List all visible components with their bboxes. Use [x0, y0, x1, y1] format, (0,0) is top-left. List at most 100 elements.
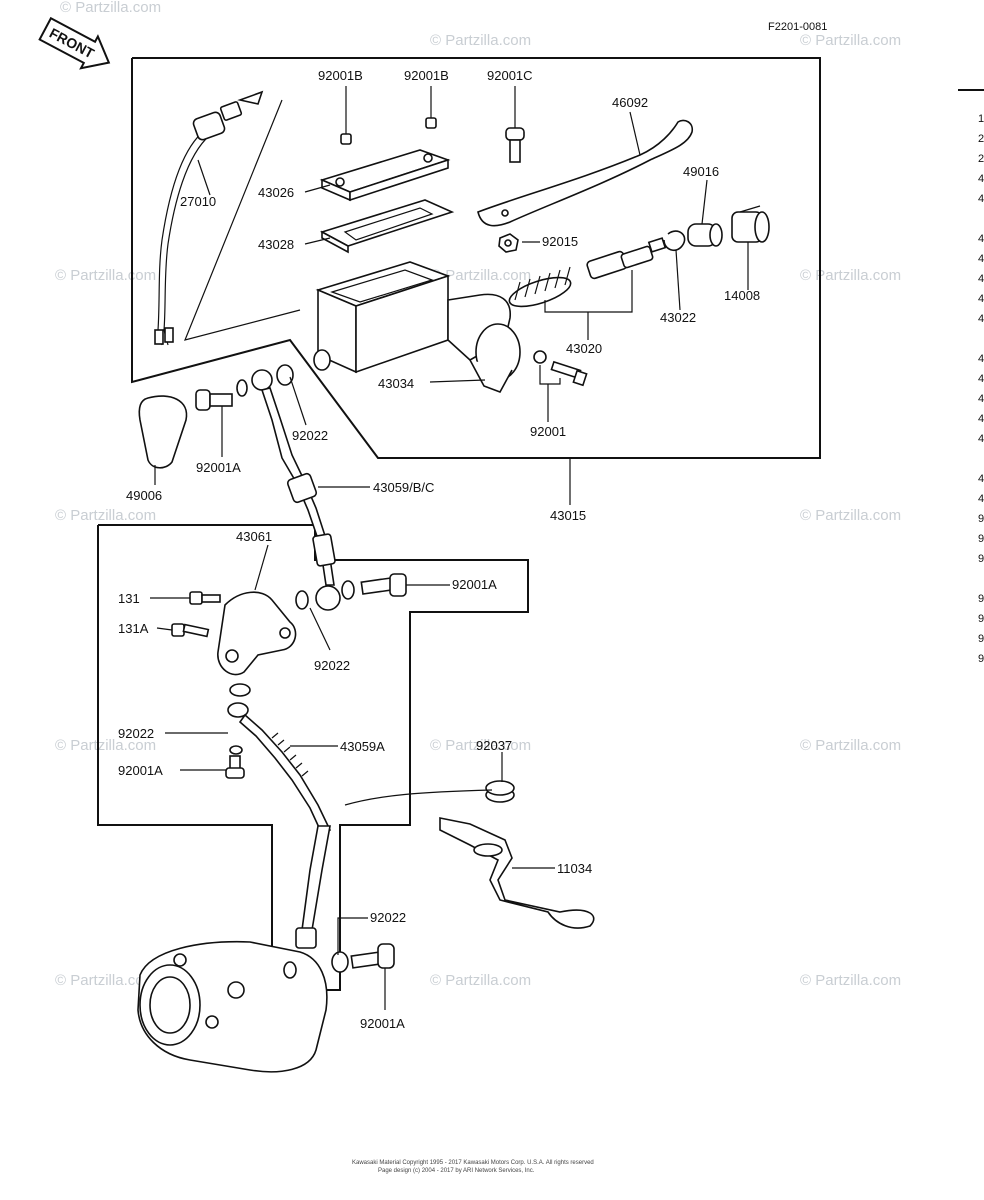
- grommet-part[interactable]: [485, 780, 515, 803]
- side-index-item: 4: [978, 433, 984, 445]
- bolt-131A-part[interactable]: [171, 623, 210, 638]
- side-index-item: 1: [978, 113, 984, 125]
- banjo-bolt-upper-part[interactable]: [195, 379, 248, 411]
- side-index-item: 4: [978, 413, 984, 425]
- side-index-item: 4: [978, 353, 984, 365]
- side-index-item: 4: [978, 393, 984, 405]
- brake-light-switch-part[interactable]: [154, 90, 264, 346]
- side-index-item: 4: [978, 173, 984, 185]
- side-index-item: 4: [978, 293, 984, 305]
- watermark: © Partzilla.com: [430, 32, 531, 49]
- cap-14008-part[interactable]: [731, 205, 770, 243]
- screw-92001B-right-part[interactable]: [425, 90, 437, 129]
- watermark: © Partzilla.com: [430, 972, 531, 989]
- hose-bracket-part[interactable]: [439, 817, 595, 929]
- watermark: © Partzilla.com: [800, 737, 901, 754]
- callout-43034: 43034: [378, 376, 414, 391]
- banjo-bolt-junction-part[interactable]: [360, 573, 407, 597]
- watermark: © Partzilla.com: [55, 737, 156, 754]
- callout-92001A-junction: 92001A: [452, 577, 497, 592]
- callout-27010: 27010: [180, 194, 216, 209]
- dust-boot-part[interactable]: [687, 223, 723, 247]
- circlip-part[interactable]: [663, 230, 686, 252]
- watermark: © Partzilla.com: [55, 267, 156, 284]
- washer-92022-lower-left-part[interactable]: [229, 745, 243, 755]
- callout-43061: 43061: [236, 529, 272, 544]
- upper-brake-hose-part[interactable]: [251, 364, 341, 611]
- watermark: © Partzilla.com: [800, 972, 901, 989]
- side-index-item: 4: [978, 253, 984, 265]
- callout-92001A-caliper: 92001A: [360, 1016, 405, 1031]
- master-cylinder-assembly-outline: [131, 57, 821, 459]
- bolt-92001C-part[interactable]: [505, 90, 525, 163]
- side-index-item: 9: [978, 653, 984, 665]
- side-index-item: 4: [978, 473, 984, 485]
- callout-labels: 92001B 92001B 92001C 46092 27010 43026 4…: [118, 68, 760, 1031]
- diagram-id: F2201-0081: [768, 21, 827, 33]
- washer-92022-caliper-part[interactable]: [283, 951, 349, 979]
- side-index-item: 9: [978, 533, 984, 545]
- master-cylinder-body-part[interactable]: [313, 261, 521, 393]
- watermark: © Partzilla.com: [60, 0, 161, 16]
- side-index-item: 4: [978, 273, 984, 285]
- watermark: © Partzilla.com: [800, 32, 901, 49]
- reservoir-cap-part[interactable]: [319, 149, 451, 202]
- watermark: © Partzilla.com: [55, 507, 156, 524]
- banjo-bolt-caliper-part[interactable]: [350, 943, 395, 969]
- callout-43015: 43015: [550, 508, 586, 523]
- callout-92001A-upper: 92001A: [196, 460, 241, 475]
- callout-43026: 43026: [258, 185, 294, 200]
- callout-92001B-right: 92001B: [404, 68, 449, 83]
- hose-routing-outline: [97, 524, 529, 991]
- callout-92001A-lower-left: 92001A: [118, 763, 163, 778]
- brake-lever-part[interactable]: [477, 119, 694, 227]
- callout-46092: 46092: [612, 95, 648, 110]
- grommet-pointer: [344, 789, 493, 806]
- callout-92001C: 92001C: [487, 68, 533, 83]
- side-index-item: 4: [978, 493, 984, 505]
- callout-92022-upper: 92022: [292, 428, 328, 443]
- side-index-item: 2: [978, 133, 984, 145]
- callout-49006: 49006: [126, 488, 162, 503]
- callout-92022-caliper: 92022: [370, 910, 406, 925]
- washer-92022-junction-part[interactable]: [295, 580, 355, 610]
- brake-caliper-part[interactable]: [137, 940, 328, 1073]
- watermark: © Partzilla.com: [430, 267, 531, 284]
- callout-131: 131: [118, 591, 140, 606]
- side-index-item: 9: [978, 513, 984, 525]
- side-index-item: 9: [978, 593, 984, 605]
- footer-line-2: Page design (c) 2004 - 2017 by ARI Netwo…: [378, 1168, 535, 1174]
- switch-location-guide: [183, 99, 301, 341]
- diaphragm-part[interactable]: [319, 199, 455, 254]
- side-index-item: 4: [978, 233, 984, 245]
- callout-43059BC: 43059/B/C: [373, 480, 434, 495]
- washer-below-joint-part[interactable]: [229, 683, 251, 697]
- callout-43020: 43020: [566, 341, 602, 356]
- bolt-131-part[interactable]: [189, 591, 221, 605]
- callout-92022-lower-left: 92022: [118, 726, 154, 741]
- brake-hose-joint-part[interactable]: [217, 591, 297, 676]
- side-index-item: 4: [978, 313, 984, 325]
- watermark: © Partzilla.com: [430, 737, 531, 754]
- side-index-item: 2: [978, 153, 984, 165]
- callout-43022: 43022: [660, 310, 696, 325]
- banjo-bolt-lower-left-part[interactable]: [225, 755, 245, 779]
- screw-92001B-left-part[interactable]: [340, 100, 352, 145]
- footer-line-1: Kawasaki Material Copyright 1995 - 2017 …: [352, 1160, 594, 1166]
- side-index-item: 9: [978, 613, 984, 625]
- watermark: © Partzilla.com: [55, 972, 156, 989]
- banjo-cover-part[interactable]: [138, 395, 188, 469]
- callout-131A: 131A: [118, 621, 149, 636]
- callout-11034: 11034: [557, 861, 592, 876]
- nut-92015-part[interactable]: [498, 233, 519, 253]
- watermark: © Partzilla.com: [800, 267, 901, 284]
- side-index-item: 4: [978, 193, 984, 205]
- side-index-item: 9: [978, 553, 984, 565]
- lower-brake-hose-part[interactable]: [227, 702, 332, 949]
- bolt-92001-part[interactable]: [533, 350, 588, 387]
- callout-92001B-left: 92001B: [318, 68, 363, 83]
- callout-49016: 49016: [683, 164, 719, 179]
- leader-lines: [150, 86, 749, 1010]
- piston-kit-part[interactable]: [506, 237, 667, 312]
